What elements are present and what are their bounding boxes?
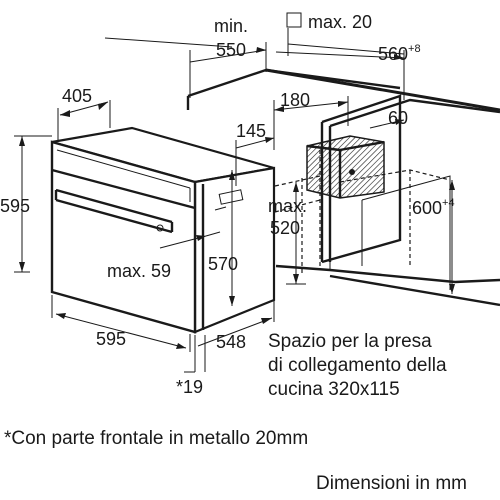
label-max-20: max. 20 <box>308 12 372 32</box>
label-595-width: 595 <box>96 329 126 349</box>
label-max: max. <box>268 196 307 216</box>
label-560: 560+8 <box>378 43 421 64</box>
label-600: 600+4 <box>412 197 455 218</box>
units-note: Dimensioni in mm <box>316 473 467 494</box>
label-60: 60 <box>388 108 408 128</box>
label-footnote-mark: *19 <box>176 377 203 397</box>
label-145: 145 <box>236 121 266 141</box>
label-570: 570 <box>208 254 238 274</box>
label-550: 550 <box>216 40 246 60</box>
label-595-height: 595 <box>0 196 30 216</box>
footnote: *Con parte frontale in metallo 20mm <box>4 428 308 449</box>
label-405: 405 <box>62 86 92 106</box>
socket-note-line2: di collegamento della <box>268 355 447 376</box>
socket-note-line1: Spazio per la presa <box>268 331 432 352</box>
dimension-labels: min. 550 max. 20 560+8 405 180 145 60 59… <box>0 12 455 397</box>
oven <box>50 126 276 334</box>
label-min: min. <box>214 16 248 36</box>
label-520: 520 <box>270 218 300 238</box>
label-548: 548 <box>216 332 246 352</box>
label-180: 180 <box>280 90 310 110</box>
label-max-59: max. 59 <box>107 261 171 281</box>
socket-note: Spazio per la presa di collegamento dell… <box>268 331 447 400</box>
dimension-lines <box>14 12 455 373</box>
socket-note-line3: cucina 320x115 <box>268 379 400 400</box>
socket-space <box>306 135 385 199</box>
